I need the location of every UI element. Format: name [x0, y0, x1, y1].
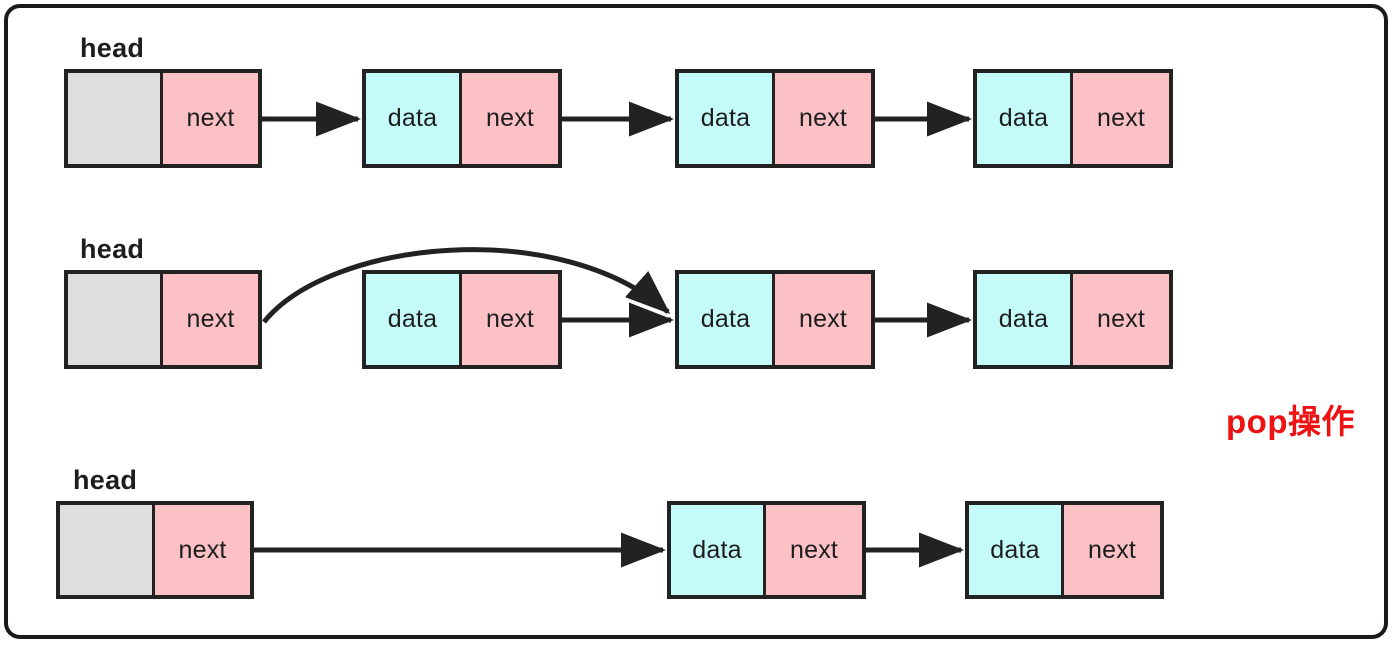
pop-operation-caption: pop操作 [1226, 403, 1355, 440]
list-node-row1-2-next-cell: next [775, 73, 871, 164]
list-node-row1-3-next-cell: next [1073, 73, 1169, 164]
list-node-row3-1-next-cell: next [766, 505, 862, 595]
head-label-row2: head [80, 234, 145, 264]
head-label-row1: head [80, 33, 145, 63]
list-node-row2-3-next-cell: next [1073, 274, 1169, 365]
list-node-row2-1-next-cell: next [462, 274, 558, 365]
list-node-row1-1-next-cell: next [462, 73, 558, 164]
list-node-row1-1-data-cell: data [366, 73, 463, 164]
list-node-row2-2: data next [675, 270, 875, 369]
head-node-row2-empty-cell [68, 274, 164, 365]
list-node-row2-3: data next [973, 270, 1173, 369]
head-node-row2: next [64, 270, 262, 369]
head-node-row3-empty-cell [60, 505, 156, 595]
list-node-row1-3-data-cell: data [977, 73, 1074, 164]
list-node-row1-3: data next [973, 69, 1173, 168]
list-node-row1-2: data next [675, 69, 875, 168]
list-node-row3-2: data next [965, 501, 1164, 599]
list-node-row3-2-next-cell: next [1064, 505, 1160, 595]
head-node-row2-next-cell: next [163, 274, 258, 365]
list-node-row1-1: data next [362, 69, 562, 168]
list-node-row3-1: data next [667, 501, 866, 599]
list-node-row3-2-data-cell: data [969, 505, 1065, 595]
list-node-row2-1-data-cell: data [366, 274, 463, 365]
head-node-row1-empty-cell [68, 73, 164, 164]
list-node-row1-2-data-cell: data [679, 73, 776, 164]
head-node-row1-next-cell: next [163, 73, 258, 164]
list-node-row2-1: data next [362, 270, 562, 369]
head-node-row3-next-cell: next [155, 505, 250, 595]
list-node-row2-2-next-cell: next [775, 274, 871, 365]
list-node-row3-1-data-cell: data [671, 505, 767, 595]
list-node-row2-3-data-cell: data [977, 274, 1074, 365]
head-node-row1: next [64, 69, 262, 168]
list-node-row2-2-data-cell: data [679, 274, 776, 365]
head-node-row3: next [56, 501, 254, 599]
head-label-row3: head [73, 465, 138, 495]
